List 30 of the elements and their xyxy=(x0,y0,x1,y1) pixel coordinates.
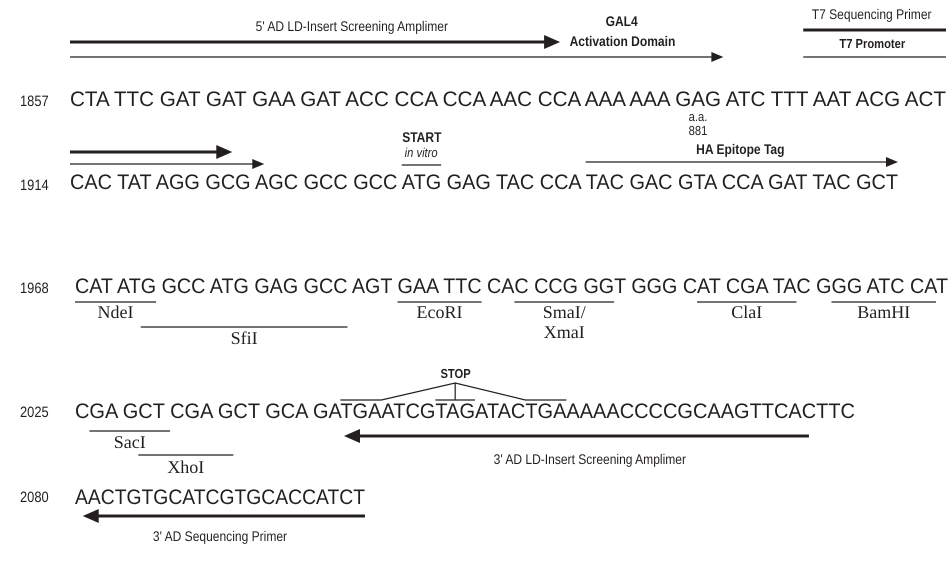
feature-label: 3' AD LD-Insert Screening Amplimer xyxy=(494,452,686,468)
feature-label: 5' AD LD-Insert Screening Amplimer xyxy=(256,19,448,35)
dna-sequence: CAT ATG GCC ATG GAG GCC AGT GAA TTC CAC CCG GGT GGG CAT CGA TAC GGG ATC CAT xyxy=(75,275,948,299)
restriction-site-label: SmaI/ XmaI xyxy=(542,303,587,343)
feature-label: in vitro xyxy=(404,146,438,160)
position-number: 1968 xyxy=(20,280,49,298)
restriction-site-label: SacI xyxy=(114,433,146,453)
feature-label: 3' AD Sequencing Primer xyxy=(152,529,288,545)
restriction-site-label: BamHI xyxy=(857,303,910,323)
stop-label: STOP xyxy=(440,366,470,382)
dna-sequence: CTA TTC GAT GAT GAA GAT ACC CCA CCA AAC CCA AAA AAA GAG ATC TTT AAT ACG ACT xyxy=(70,88,946,112)
position-number: 2025 xyxy=(20,404,49,422)
restriction-site-label: XhoI xyxy=(167,458,204,478)
restriction-site-label: ClaI xyxy=(731,303,762,323)
feature-label: GAL4 xyxy=(606,14,638,30)
dna-sequence: CGA GCT CGA GCT GCA GATGAATCGTAGATACTGAAAAACCCCGCAAGTTCACTTC xyxy=(75,400,855,424)
restriction-site-label: SfiI xyxy=(230,329,258,349)
feature-label: START xyxy=(402,130,442,146)
dna-sequence: CAC TAT AGG GCG AGC GCC GCC ATG GAG TAC CCA TAC GAC GTA CCA GAT TAC GCT xyxy=(70,171,898,195)
feature-label: T7 Sequencing Primer xyxy=(812,7,932,23)
feature-label: T7 Promoter xyxy=(839,36,905,52)
restriction-site-label: EcoRI xyxy=(416,303,463,323)
amino-acid-label: a.a. 881 xyxy=(688,110,708,138)
dna-sequence: AACTGTGCATCGTGCACCATCT xyxy=(75,486,365,510)
feature-label: Activation Domain xyxy=(569,34,675,50)
restriction-site-label: NdeI xyxy=(98,303,134,323)
position-number: 1857 xyxy=(20,94,49,110)
position-number: 1914 xyxy=(20,178,49,194)
feature-label: HA Epitope Tag xyxy=(696,142,784,158)
position-number: 2080 xyxy=(20,490,49,506)
